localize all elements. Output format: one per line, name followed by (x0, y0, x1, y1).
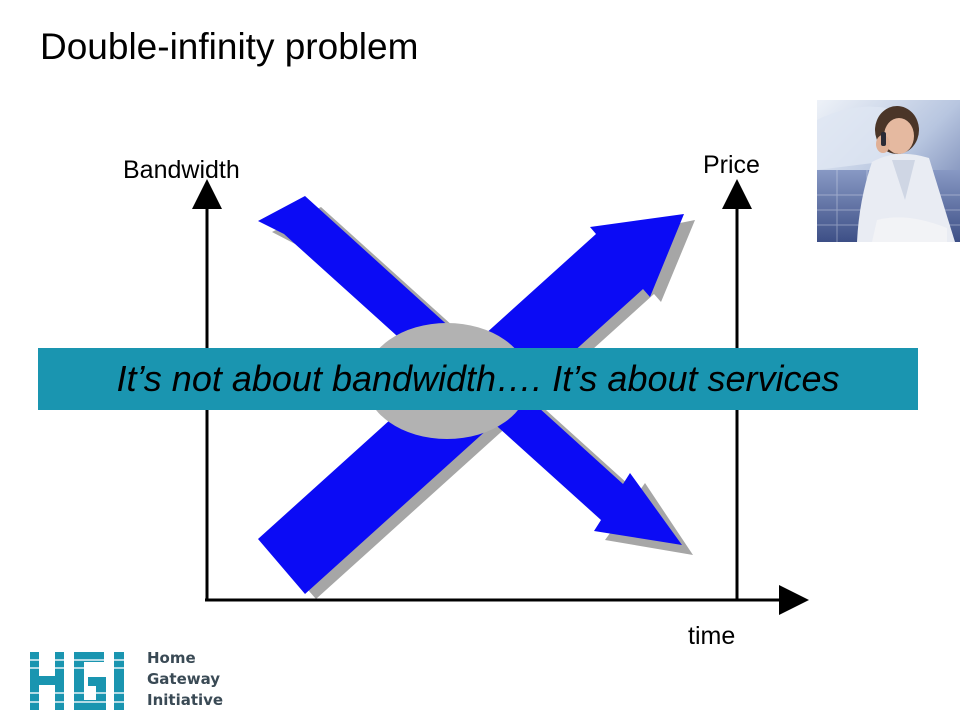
hgi-logo-mark (28, 652, 140, 710)
woman-on-phone-photo (817, 100, 960, 242)
bandwidth-axis-label: Bandwidth (123, 156, 240, 184)
logo-word-gateway: Gateway (147, 670, 221, 688)
hgi-logo-wordmark: Home Gateway Initiative (147, 648, 223, 711)
time-axis-label: time (688, 622, 736, 650)
logo-word-initiative: Initiative (147, 691, 224, 709)
banner-text: It’s not about bandwidth…. It’s about se… (116, 358, 840, 399)
page-title: Double-infinity problem (40, 26, 419, 67)
logo-word-home: Home (147, 649, 196, 667)
price-axis-label: Price (703, 151, 760, 179)
services-banner: It’s not about bandwidth…. It’s about se… (38, 348, 918, 410)
hgi-logo: Home Gateway Initiative (28, 648, 228, 714)
